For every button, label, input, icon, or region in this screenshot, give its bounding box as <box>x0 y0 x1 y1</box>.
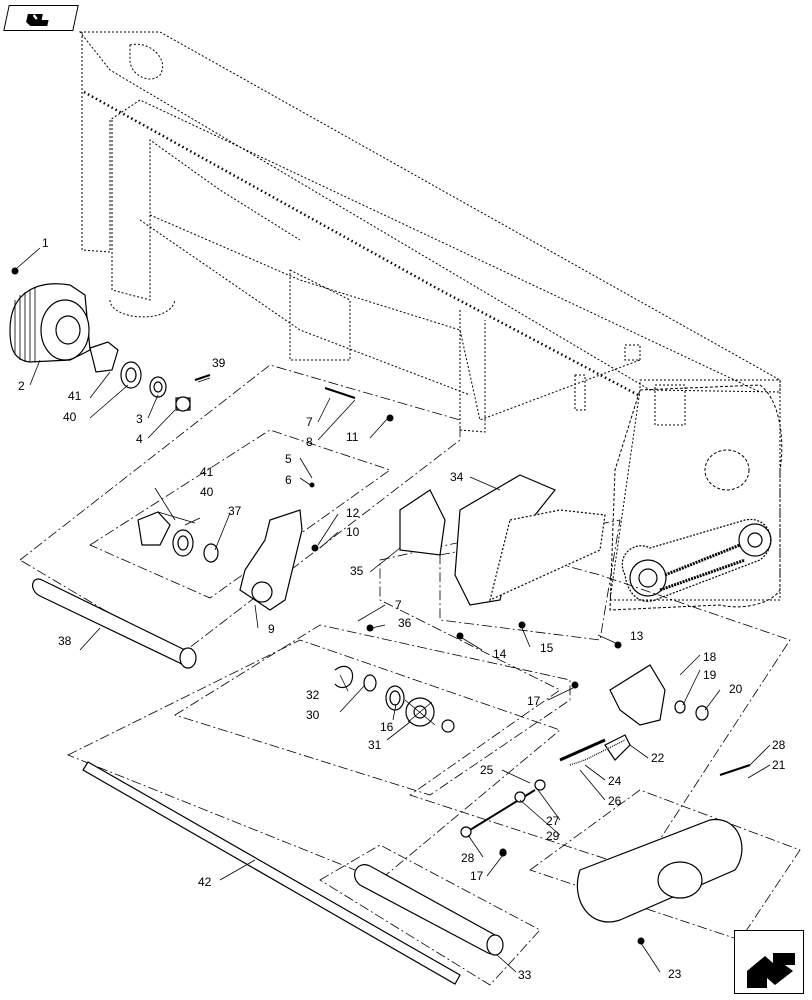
small-bracket <box>574 344 686 426</box>
callout-36: 36 <box>398 616 412 630</box>
callout-7a: 7 <box>306 415 313 429</box>
callout-14: 14 <box>493 647 507 661</box>
callout-29: 29 <box>546 829 560 843</box>
callout-28b: 28 <box>772 738 786 752</box>
bearing-parts-row1 <box>89 341 211 412</box>
callout-35: 35 <box>350 564 364 578</box>
callout-32: 32 <box>306 688 320 702</box>
callout-33: 33 <box>518 968 532 982</box>
callout-41b: 41 <box>200 465 214 479</box>
cover-23 <box>576 819 743 923</box>
callout-37: 37 <box>228 504 242 518</box>
callout-11: 11 <box>346 430 359 444</box>
callout-41a: 41 <box>68 389 82 403</box>
roller-33 <box>354 864 504 956</box>
callout-25: 25 <box>480 763 494 777</box>
sprocket-parts <box>334 665 455 733</box>
tensioner-18 <box>559 664 709 766</box>
callout-4: 4 <box>136 432 143 446</box>
callout-23: 23 <box>668 967 682 981</box>
callout-27: 27 <box>546 814 560 828</box>
callout-2: 2 <box>18 379 25 393</box>
callout-16: 16 <box>380 720 394 734</box>
bolt-parts <box>11 267 645 945</box>
callout-13: 13 <box>630 629 644 643</box>
frame-bold-dotted-edge <box>83 90 641 398</box>
book-icon <box>26 14 49 26</box>
callout-1: 1 <box>42 236 49 250</box>
shaft-42 <box>82 761 461 985</box>
chain-drive <box>621 518 772 602</box>
callout-38: 38 <box>58 634 72 648</box>
callout-40a: 40 <box>63 410 77 424</box>
book-nav-button[interactable] <box>3 5 79 31</box>
callout-7b: 7 <box>395 598 402 612</box>
callout-9: 9 <box>268 622 275 636</box>
callout-21: 21 <box>772 758 786 772</box>
callout-17b: 17 <box>470 869 484 883</box>
bearing-parts-row2 <box>137 511 219 563</box>
callout-28a: 28 <box>461 851 475 865</box>
roller-38 <box>32 578 197 669</box>
covers-34-35 <box>399 474 606 606</box>
callout-22: 22 <box>651 751 665 765</box>
callout-12: 12 <box>346 506 360 520</box>
callout-3: 3 <box>136 412 143 426</box>
bracket-9 <box>239 509 303 611</box>
callout-6: 6 <box>285 473 292 487</box>
callout-26: 26 <box>608 794 622 808</box>
callout-labels: 1 2 3 4 5 6 7 7 8 9 10 11 12 13 14 15 16… <box>18 236 786 982</box>
callout-leaders <box>16 247 771 973</box>
gearbox-part-2 <box>9 283 91 363</box>
callout-10: 10 <box>346 525 360 539</box>
callout-40b: 40 <box>200 485 214 499</box>
callout-8: 8 <box>306 435 313 449</box>
callout-18: 18 <box>703 650 717 664</box>
callout-24: 24 <box>608 774 622 788</box>
navigate-next-button[interactable] <box>734 930 804 994</box>
callout-30: 30 <box>306 708 320 722</box>
callout-19: 19 <box>703 668 717 682</box>
callout-17a: 17 <box>527 694 541 708</box>
side-plate <box>609 384 783 611</box>
callout-15: 15 <box>540 641 554 655</box>
callout-31: 31 <box>368 738 382 752</box>
callout-20: 20 <box>729 682 743 696</box>
callout-34: 34 <box>450 470 464 484</box>
arrow-icon <box>747 953 795 988</box>
callout-42: 42 <box>198 875 212 889</box>
header-frame <box>78 31 781 601</box>
callout-5: 5 <box>285 452 292 466</box>
callout-39: 39 <box>212 356 226 370</box>
